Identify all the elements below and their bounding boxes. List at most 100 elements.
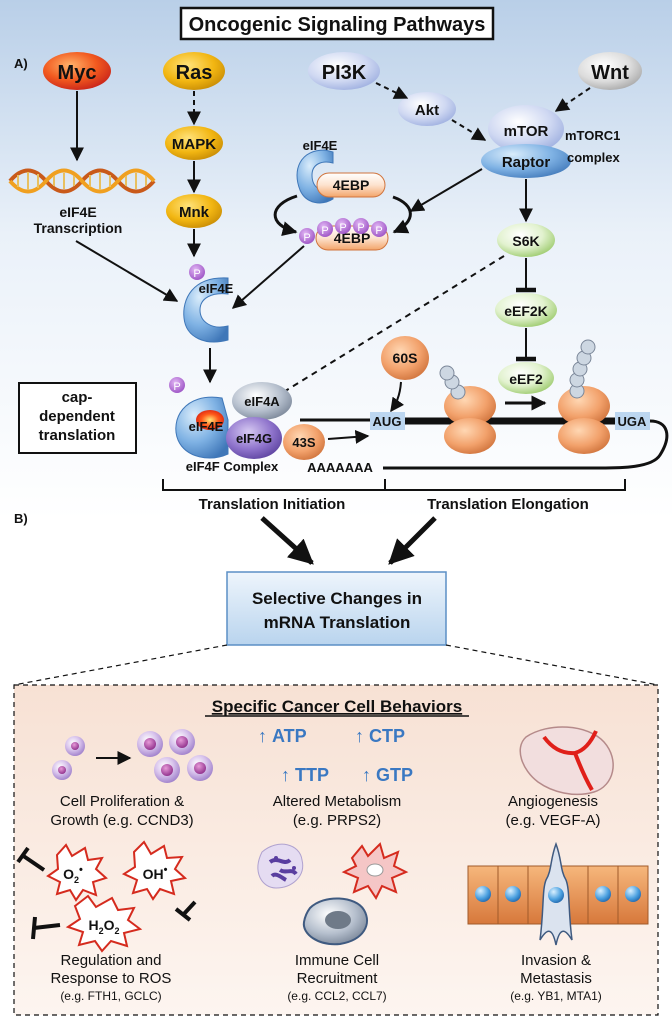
dna-helix-icon: [8, 168, 156, 194]
cycle-arrow-left: [273, 194, 298, 236]
svg-text:43S: 43S: [292, 435, 315, 450]
svg-text:↑: ↑: [281, 765, 290, 785]
translation-brackets: [162, 479, 626, 491]
behavior-2-line-2: (e.g. PRPS2): [293, 812, 381, 829]
svg-text:Selective Changes in: Selective Changes in: [252, 589, 422, 608]
ribosome-1: [439, 365, 496, 454]
translation-initiation-label: Translation Initiation: [199, 496, 346, 513]
svg-text:CTP: CTP: [369, 726, 405, 746]
behavior-4-line-3: (e.g. FTH1, GCLC): [60, 989, 161, 1003]
immune-cells-icon: [257, 842, 409, 946]
zoom-line-left: [13, 644, 228, 686]
svg-text:eIF4E: eIF4E: [189, 419, 224, 434]
svg-text:P: P: [303, 232, 310, 244]
svg-text:OH•: OH•: [143, 864, 168, 882]
svg-text:↑: ↑: [362, 765, 371, 785]
myc-node: Myc: [43, 52, 111, 90]
eif4e-transcription-label-1: eIF4E: [59, 204, 96, 220]
aug-codon: AUG: [370, 412, 405, 430]
svg-text:Raptor: Raptor: [502, 154, 550, 171]
svg-text:eIF4E: eIF4E: [303, 138, 338, 153]
svg-text:UGA: UGA: [618, 414, 648, 429]
behavior-1-line-1: Cell Proliferation &: [60, 793, 184, 810]
svg-text:P: P: [193, 268, 200, 280]
behavior-4-line-1: Regulation and: [61, 952, 162, 969]
svg-text:Akt: Akt: [415, 102, 439, 119]
svg-text:mTOR: mTOR: [504, 123, 549, 140]
svg-text:eIF4G: eIF4G: [236, 431, 272, 446]
60s-joining-arrow: [390, 381, 405, 413]
behavior-6-line-2: Metastasis: [520, 970, 592, 987]
wnt-node: Wnt: [578, 52, 642, 90]
behavior-5-line-2: Recruitment: [297, 970, 379, 987]
mnk-node: Mnk: [166, 194, 222, 228]
page-title: Oncogenic Signaling Pathways: [189, 14, 486, 36]
svg-text:O2•: O2•: [63, 864, 83, 885]
svg-text:P: P: [173, 381, 180, 393]
svg-text:eEF2K: eEF2K: [504, 303, 548, 319]
translation-elongation-label: Translation Elongation: [427, 496, 589, 513]
svg-text:60S: 60S: [393, 350, 418, 366]
svg-text:H2O2: H2O2: [88, 917, 119, 936]
svg-text:↑: ↑: [258, 726, 267, 746]
eif4e-4ebp-bound: eIF4E 4EBP: [296, 138, 386, 204]
svg-text:Wnt: Wnt: [591, 62, 629, 84]
s6k-node: S6K: [497, 223, 555, 257]
mapk-node: MAPK: [165, 126, 223, 160]
behaviors-heading: Specific Cancer Cell Behaviors: [212, 697, 462, 716]
phospho-4ebp: 4EBP P P P P P: [299, 218, 389, 251]
behavior-2-line-1: Altered Metabolism: [273, 793, 401, 810]
ros-icon: O2• OH• H2O2: [16, 840, 197, 953]
behavior-5-line-1: Immune Cell: [295, 952, 379, 969]
svg-text:S6K: S6K: [512, 233, 539, 249]
phosphate-icons: P P P P P: [299, 218, 387, 244]
uga-codon: UGA: [615, 412, 650, 430]
svg-text:4EBP: 4EBP: [333, 177, 370, 193]
cap-dependent-translation-box: cap- dependent translation: [18, 382, 137, 454]
behavior-6-line-3: (e.g. YB1, MTA1): [510, 989, 602, 1003]
title-box: Oncogenic Signaling Pathways: [179, 6, 495, 41]
scan-arrow: [327, 429, 370, 444]
invasion-metastasis-icon: [467, 841, 649, 946]
svg-text:MAPK: MAPK: [172, 136, 216, 153]
svg-text:↑: ↑: [355, 726, 364, 746]
cell-proliferation-icon: [52, 729, 213, 783]
svg-text:TTP: TTP: [295, 765, 329, 785]
angiogenesis-icon: [519, 726, 614, 796]
eif4e-transcription-label-2: Transcription: [34, 220, 123, 236]
svg-text:translation: translation: [39, 427, 116, 444]
svg-text:cap-: cap-: [62, 389, 93, 406]
svg-text:complex: complex: [567, 150, 621, 165]
panel-a-label: A): [14, 56, 28, 71]
zoom-line-right: [445, 644, 659, 686]
svg-text:4EBP: 4EBP: [334, 230, 371, 246]
selective-changes-box: Selective Changes in mRNA Translation: [226, 571, 447, 646]
svg-text:dependent: dependent: [39, 408, 115, 425]
svg-text:GTP: GTP: [376, 765, 413, 785]
60s-subunit: 60S: [381, 336, 429, 380]
behavior-1-line-2: Growth (e.g. CCND3): [50, 812, 193, 829]
svg-text:P: P: [375, 225, 382, 237]
svg-text:P: P: [339, 222, 346, 234]
svg-text:mRNA Translation: mRNA Translation: [264, 613, 411, 632]
metabolites: ↑ ATP ↑ CTP ↑ TTP ↑ GTP: [258, 726, 413, 785]
svg-text:Mnk: Mnk: [179, 204, 210, 221]
svg-text:eEF2: eEF2: [509, 371, 543, 387]
ribosome-2: [558, 339, 610, 454]
pathway-arrows: [70, 82, 591, 415]
svg-text:Ras: Ras: [176, 62, 213, 84]
poly-a-tail: AAAAAAA: [307, 460, 373, 475]
ras-node: Ras: [163, 52, 225, 90]
panel-b-label: B): [14, 511, 28, 526]
behavior-6-line-1: Invasion &: [521, 952, 591, 969]
svg-text:eIF4F Complex: eIF4F Complex: [186, 459, 279, 474]
akt-node: Akt: [398, 92, 456, 126]
eef2k-node: eEF2K: [495, 293, 557, 327]
svg-text:P: P: [357, 222, 364, 234]
svg-text:mTORC1: mTORC1: [565, 128, 620, 143]
svg-text:eIF4A: eIF4A: [244, 394, 280, 409]
svg-text:ATP: ATP: [272, 726, 307, 746]
eef2-node: eEF2: [498, 362, 554, 394]
pi3k-node: PI3K: [308, 52, 380, 90]
